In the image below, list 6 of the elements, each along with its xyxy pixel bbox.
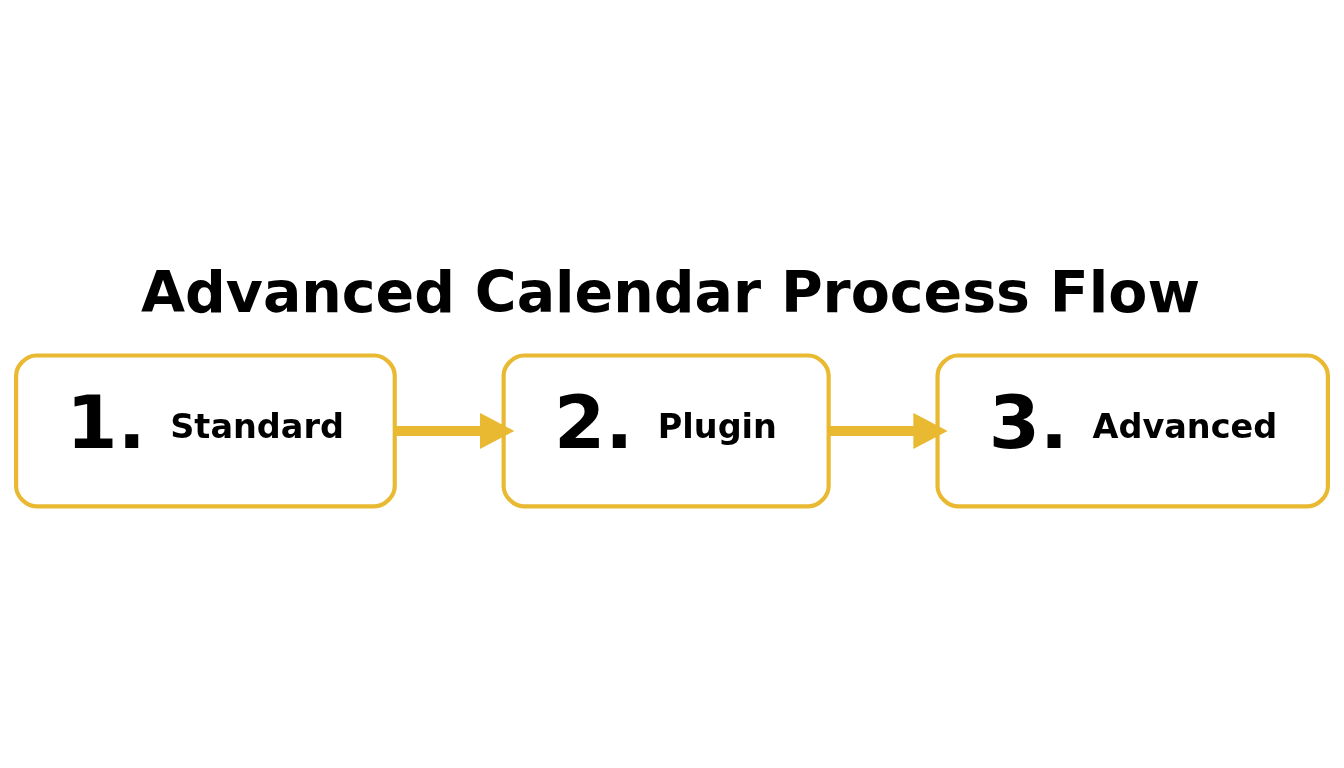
node-box: 3. Advanced (935, 353, 1330, 509)
arrow (395, 412, 515, 449)
node-box: 2. Plugin (501, 353, 831, 509)
arrow (829, 412, 948, 449)
diagram-title: Advanced Calendar Process Flow (140, 259, 1201, 326)
node-box: 1. Standard (14, 353, 397, 509)
